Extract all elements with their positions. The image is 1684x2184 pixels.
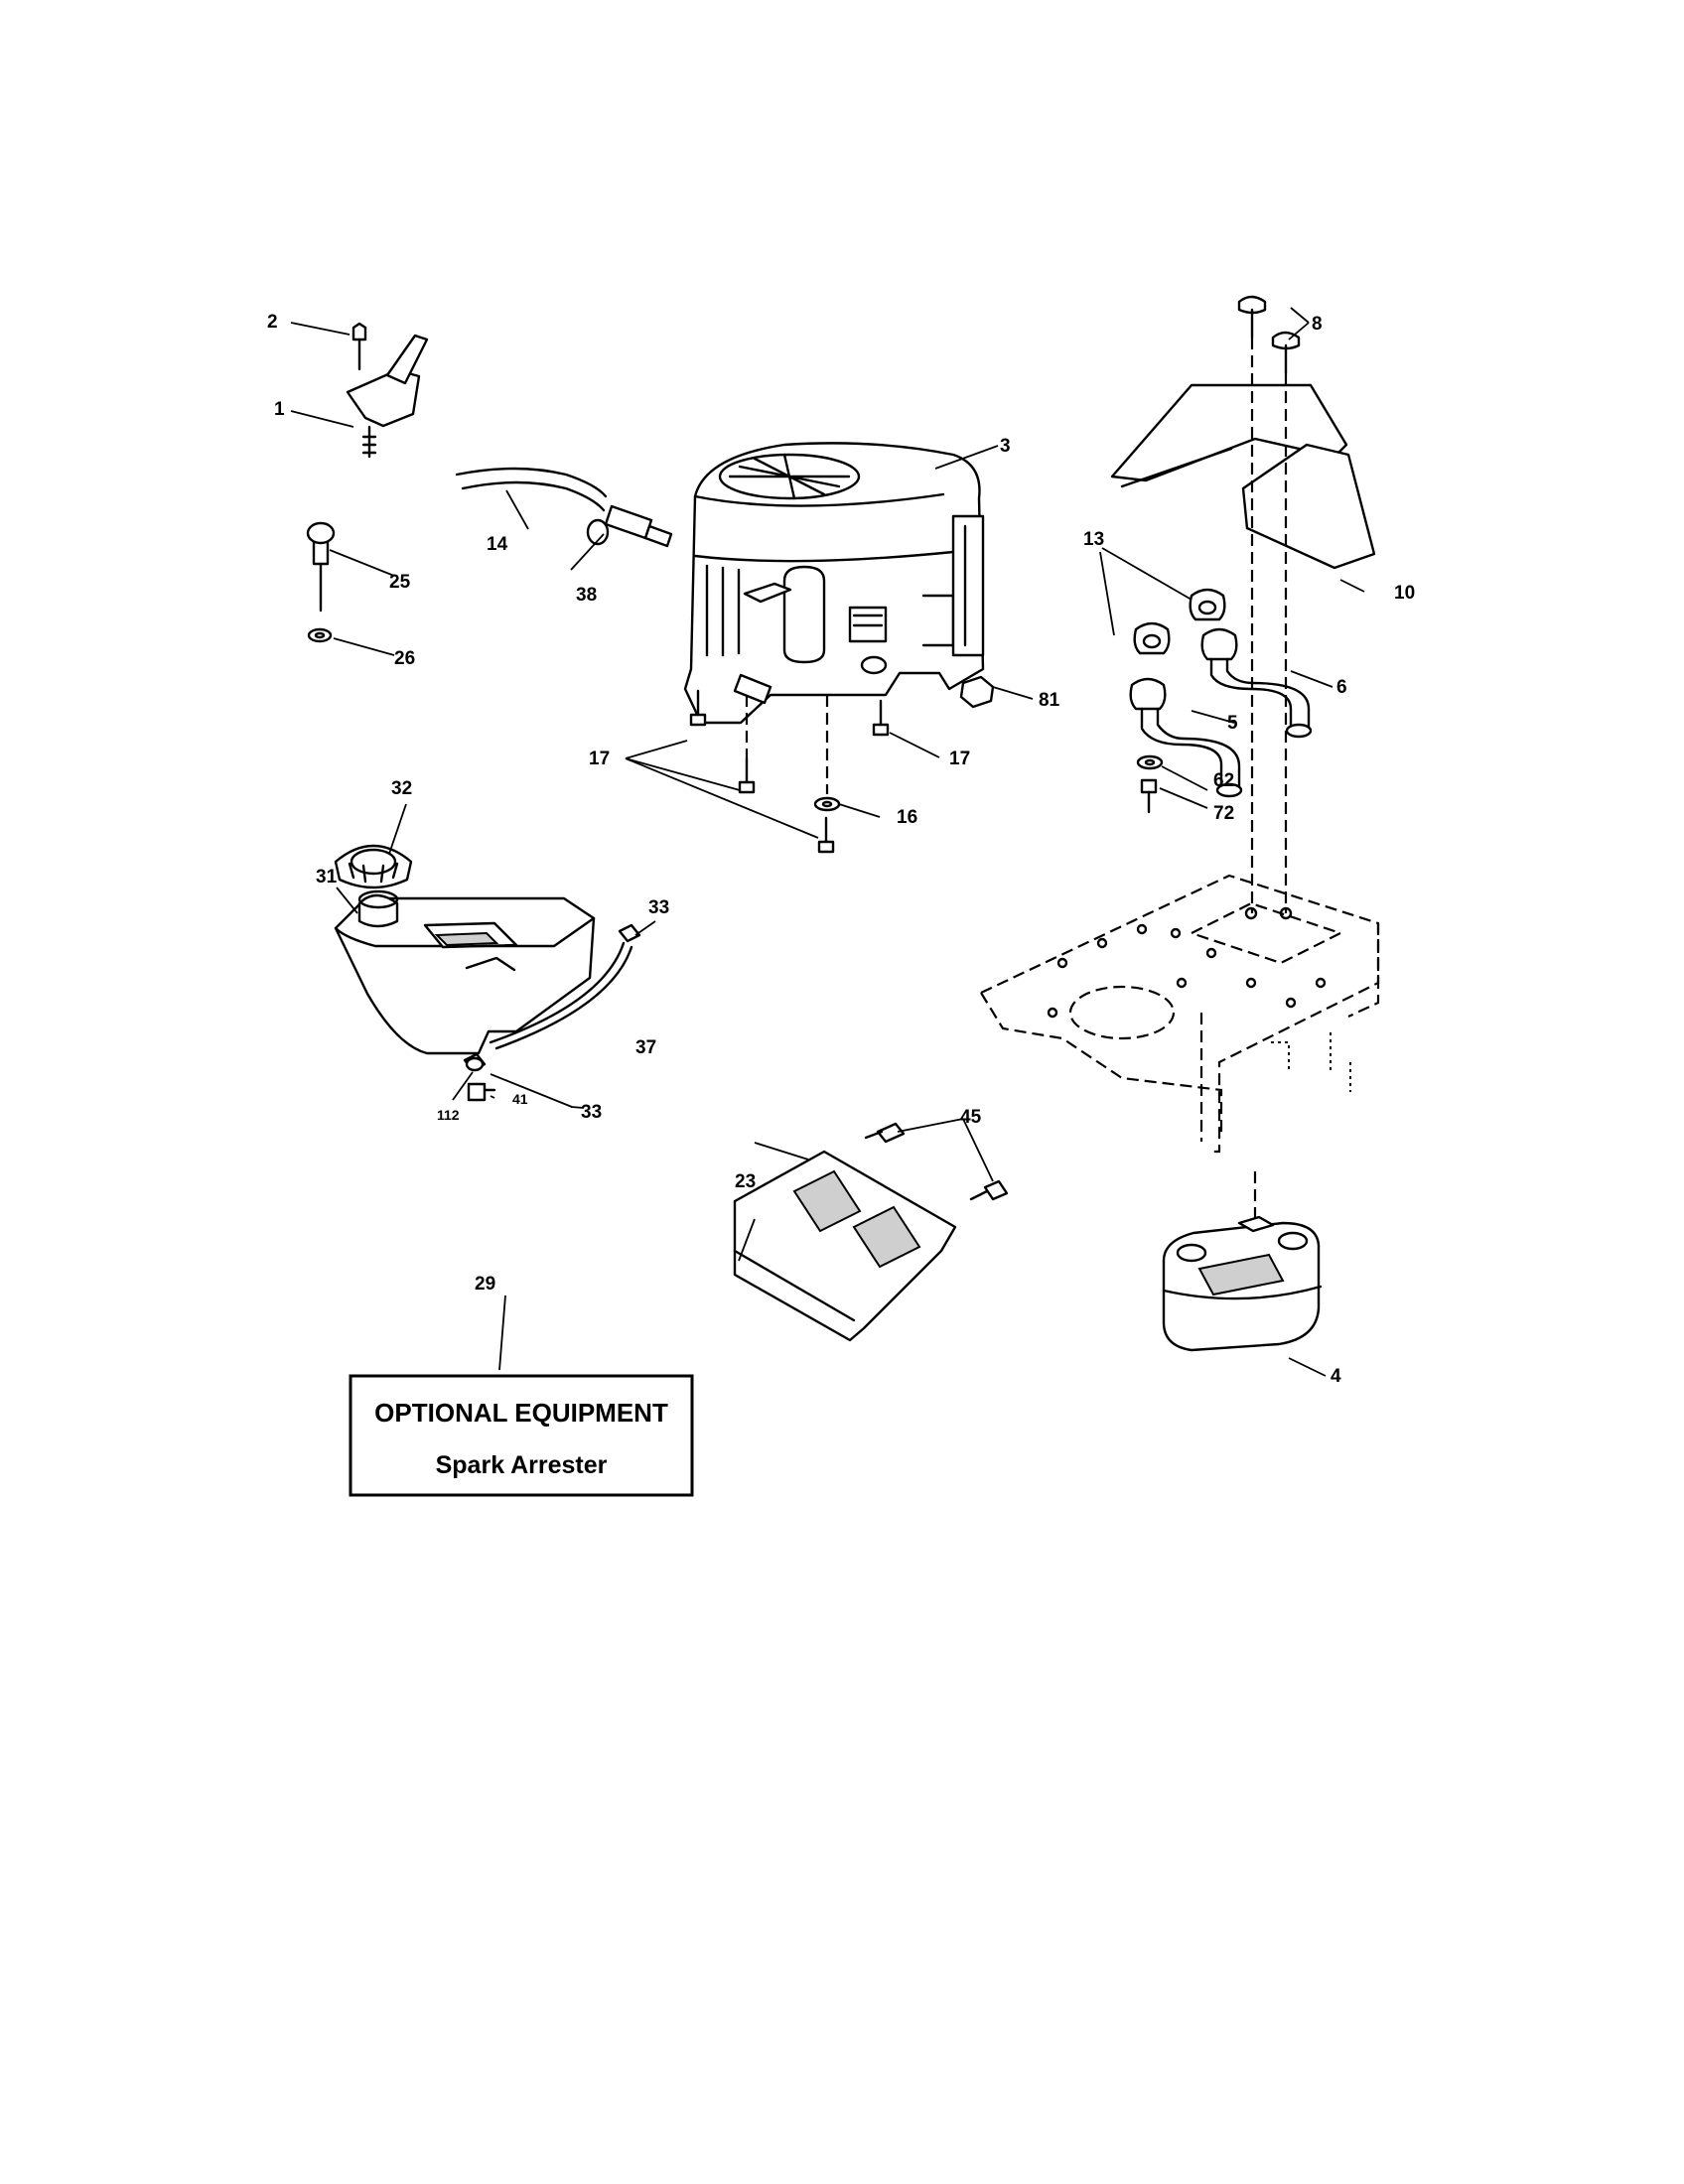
- engine-3: [683, 442, 985, 725]
- callout-17-right: 17: [949, 749, 970, 769]
- fuel-tank-31: [334, 889, 596, 1055]
- callout-112: 112: [437, 1107, 460, 1123]
- callout-13: 13: [1083, 529, 1104, 550]
- callout-17-left: 17: [589, 749, 610, 769]
- callout-labels: 1 2 3 4 5 6 8 10 13 14 16 17 17 23 25 26…: [267, 312, 1415, 1387]
- callout-8: 8: [1312, 314, 1323, 335]
- callout-6: 6: [1336, 677, 1347, 698]
- bolts-45: [864, 1122, 1009, 1201]
- muffler-4: [1162, 1171, 1323, 1352]
- callout-38: 38: [576, 585, 597, 606]
- callout-3: 3: [1000, 436, 1011, 457]
- callout-4: 4: [1331, 1366, 1341, 1387]
- engine-bracket-23: [733, 1150, 957, 1342]
- fuel-hose-14: [455, 467, 608, 512]
- callout-1: 1: [274, 399, 285, 420]
- throttle-control-bracket: [346, 322, 429, 459]
- fuel-filter-38: [586, 504, 673, 548]
- callout-31: 31: [316, 867, 338, 887]
- optional-equipment-item: Spark Arrester: [436, 1451, 608, 1479]
- callout-14: 14: [487, 534, 508, 555]
- heat-shield-10: [1110, 383, 1376, 570]
- optional-equipment-box: OPTIONAL EQUIPMENT Spark Arrester: [349, 1374, 694, 1497]
- callout-72: 72: [1213, 803, 1234, 824]
- washer-16: [813, 796, 841, 812]
- callout-33-upper: 33: [648, 897, 669, 918]
- bolt-72: [1140, 778, 1158, 814]
- hose-clamp-33-upper: [618, 923, 641, 943]
- dipstick: [306, 521, 336, 613]
- leader-lines: [290, 307, 1365, 1377]
- callout-2: 2: [267, 312, 278, 333]
- grommet-112: [465, 1056, 485, 1072]
- washer-62: [1136, 754, 1164, 770]
- engine-bolts: [689, 689, 890, 854]
- callout-29: 29: [475, 1274, 495, 1295]
- exhaust-pipe-5: [1129, 677, 1243, 798]
- callout-37: 37: [635, 1037, 656, 1058]
- callout-41: 41: [512, 1091, 528, 1107]
- bolts-8: [1237, 295, 1301, 375]
- callout-62: 62: [1213, 770, 1234, 791]
- callout-10: 10: [1394, 583, 1415, 604]
- chassis-frame: [980, 338, 1380, 1154]
- washer-26: [307, 627, 333, 643]
- callout-23: 23: [735, 1171, 756, 1192]
- fuel-cap-32: [334, 844, 413, 889]
- callout-45: 45: [960, 1107, 982, 1128]
- callout-26: 26: [394, 648, 415, 669]
- callout-33-lower: 33: [581, 1102, 602, 1123]
- optional-equipment-title: OPTIONAL EQUIPMENT: [374, 1398, 668, 1428]
- gaskets-13: [1133, 588, 1226, 655]
- callout-16: 16: [897, 807, 917, 828]
- callout-5: 5: [1227, 713, 1238, 734]
- callout-25: 25: [389, 572, 411, 593]
- fuel-line-37: [489, 941, 633, 1050]
- callout-81: 81: [1039, 690, 1060, 711]
- plug-81: [959, 675, 995, 709]
- fuel-fitting-41: [467, 1082, 496, 1102]
- callout-32: 32: [391, 778, 412, 799]
- exhaust-pipe-6: [1200, 627, 1313, 739]
